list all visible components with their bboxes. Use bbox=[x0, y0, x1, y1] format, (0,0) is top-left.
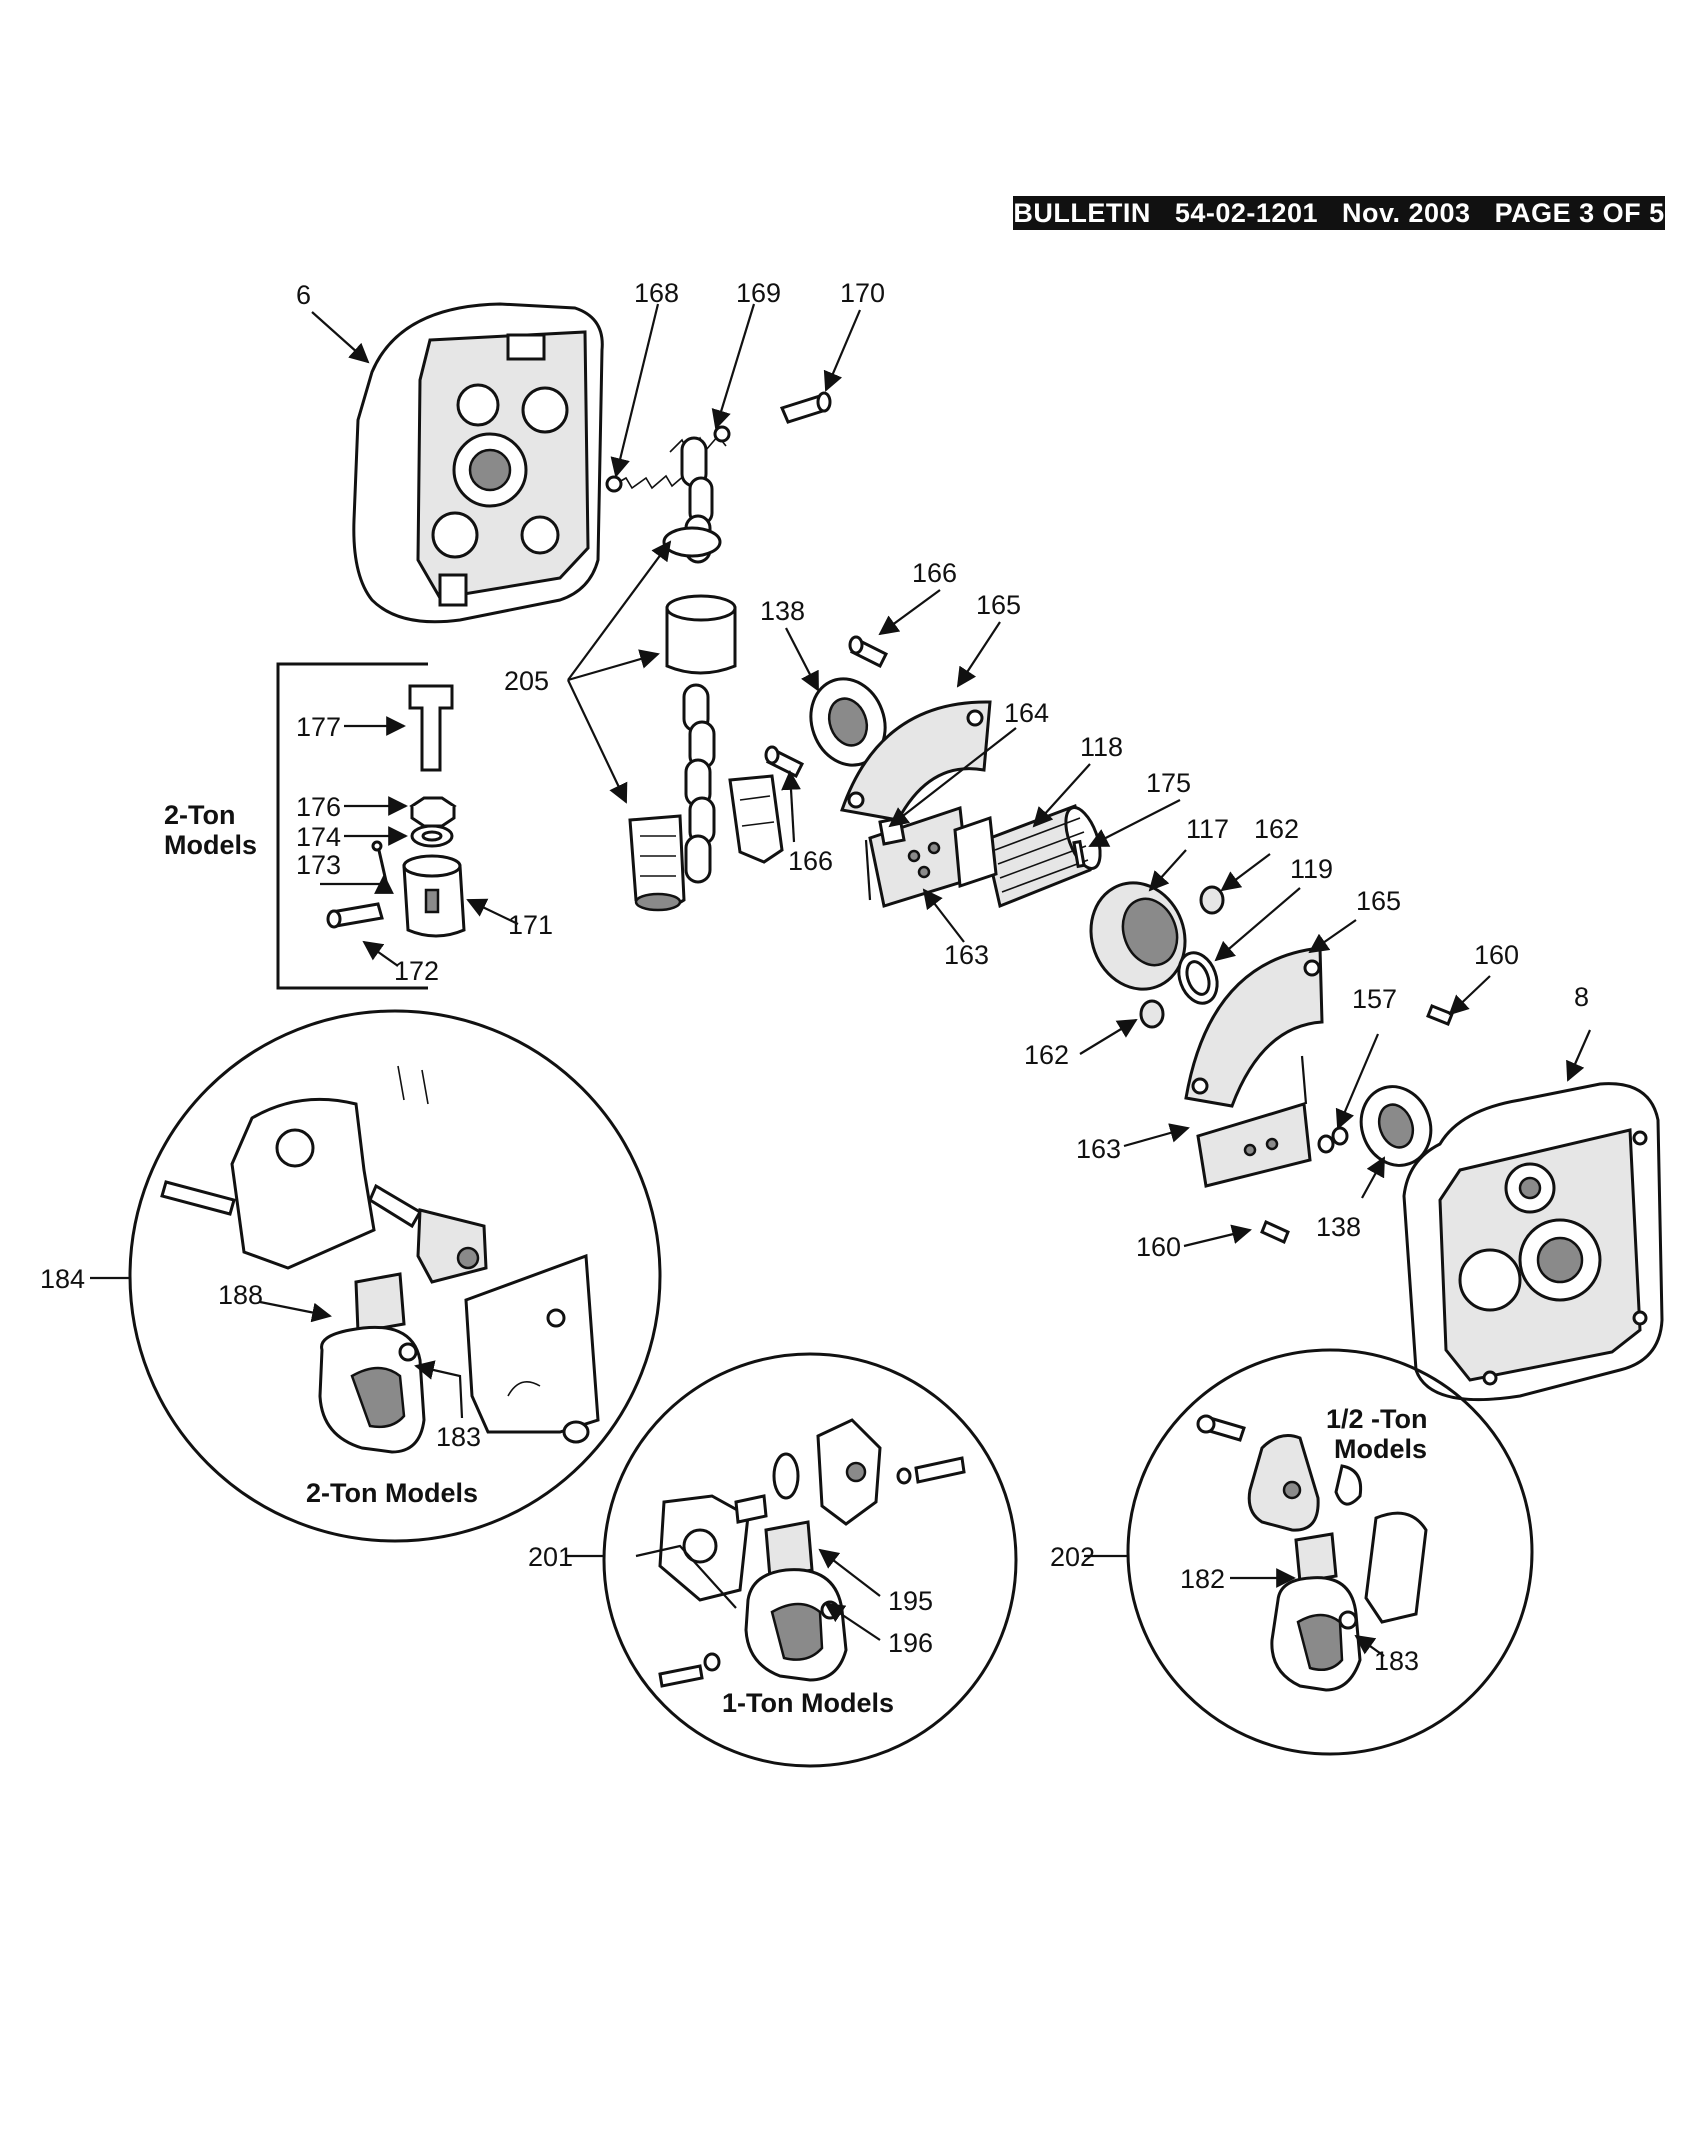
pinion-shaft-part-118 bbox=[953, 803, 1102, 909]
pin-part-172 bbox=[326, 902, 384, 929]
two-ton-bracket-box bbox=[276, 662, 428, 990]
chain-guide-left bbox=[628, 814, 686, 912]
callout-labels: 6 168 169 170 205 138 166 165 164 118 17… bbox=[40, 278, 1589, 1718]
callout-176: 176 bbox=[296, 792, 341, 822]
detail-circle-202 bbox=[1126, 1348, 1534, 1756]
callout-8: 8 bbox=[1574, 982, 1589, 1012]
nut-part-176 bbox=[409, 796, 457, 828]
callout-202: 202 bbox=[1050, 1542, 1095, 1572]
callout-163-upper: 163 bbox=[944, 940, 989, 970]
gear-part-117 bbox=[1089, 881, 1187, 991]
callout-117: 117 bbox=[1186, 814, 1229, 844]
callout-188: 188 bbox=[218, 1280, 263, 1310]
callout-162-upper: 162 bbox=[1254, 814, 1299, 844]
callout-183-half-ton: 183 bbox=[1374, 1646, 1419, 1676]
callout-175: 175 bbox=[1146, 768, 1191, 798]
detail-circle-184 bbox=[128, 1009, 662, 1543]
washer-part-119 bbox=[1177, 951, 1219, 1005]
callout-205: 205 bbox=[504, 666, 549, 696]
clevis-part-171 bbox=[402, 854, 466, 938]
pin-part-170 bbox=[779, 391, 832, 424]
chain-guide-right bbox=[728, 774, 784, 864]
bulletin-date: Nov. 2003 bbox=[1342, 198, 1471, 228]
half-ton-label-line1: 1/2 -Ton bbox=[1326, 1404, 1428, 1434]
bulletin-header-bar: BULLETIN 54-02-1201 Nov. 2003 PAGE 3 OF … bbox=[1013, 196, 1665, 230]
two-ton-box-label-line2: Models bbox=[164, 830, 257, 860]
housing-right-part-8 bbox=[1402, 1082, 1664, 1402]
two-ton-circle-label: 2-Ton Models bbox=[306, 1478, 478, 1508]
callout-172: 172 bbox=[394, 956, 439, 986]
load-chain bbox=[662, 436, 722, 884]
callout-118: 118 bbox=[1080, 732, 1123, 762]
washer-part-174 bbox=[410, 824, 454, 848]
cotter-pin-part-173 bbox=[371, 840, 390, 891]
bushing-part-162-lower bbox=[1139, 999, 1165, 1029]
callout-162-lower: 162 bbox=[1024, 1040, 1069, 1070]
detail-circle-201 bbox=[602, 1352, 1018, 1768]
page-indicator: PAGE 3 OF 5 bbox=[1494, 198, 1665, 228]
callout-177: 177 bbox=[296, 712, 341, 742]
callout-173: 173 bbox=[296, 850, 341, 880]
callout-201: 201 bbox=[528, 1542, 573, 1572]
leader-lines bbox=[90, 303, 1592, 1657]
bracket-part-163-lower bbox=[1196, 1055, 1312, 1188]
two-ton-box-label-line1: 2-Ton bbox=[164, 800, 235, 830]
bearing-part-138-lower bbox=[1359, 1085, 1433, 1167]
callout-165-lower: 165 bbox=[1356, 886, 1401, 916]
callout-138-lower: 138 bbox=[1316, 1212, 1361, 1242]
callout-171: 171 bbox=[508, 910, 553, 940]
callout-164: 164 bbox=[1004, 698, 1049, 728]
callout-168: 168 bbox=[634, 278, 679, 308]
chain-sleeve bbox=[665, 594, 737, 675]
callout-160-upper: 160 bbox=[1474, 940, 1519, 970]
callout-119: 119 bbox=[1290, 854, 1333, 884]
callout-160-lower: 160 bbox=[1136, 1232, 1181, 1262]
callout-166-lower: 166 bbox=[788, 846, 833, 876]
side-plate-part-165-upper bbox=[840, 700, 992, 822]
housing-left-part-6 bbox=[352, 302, 604, 624]
callout-182: 182 bbox=[1180, 1564, 1225, 1594]
half-ton-label-line2: Models bbox=[1334, 1434, 1427, 1464]
callout-169: 169 bbox=[736, 278, 781, 308]
bushing-part-162-upper bbox=[1199, 885, 1225, 915]
screw-part-166-lower bbox=[764, 745, 805, 779]
one-ton-circle-label: 1-Ton Models bbox=[722, 1688, 894, 1718]
pin-part-160-upper bbox=[1426, 1004, 1454, 1026]
bolt-part-177 bbox=[408, 684, 454, 772]
callout-170: 170 bbox=[840, 278, 885, 308]
callout-196: 196 bbox=[888, 1628, 933, 1658]
bulletin-number: 54-02-1201 bbox=[1174, 198, 1318, 228]
bulletin-label: BULLETIN bbox=[1013, 198, 1151, 228]
clip-part-164 bbox=[878, 816, 906, 846]
bearing-part-138-upper bbox=[809, 677, 887, 767]
callout-163-lower: 163 bbox=[1076, 1134, 1121, 1164]
callout-174: 174 bbox=[296, 822, 341, 852]
callout-195: 195 bbox=[888, 1586, 933, 1616]
callout-165-upper: 165 bbox=[976, 590, 1021, 620]
callout-157: 157 bbox=[1352, 984, 1397, 1014]
callout-166-upper: 166 bbox=[912, 558, 957, 588]
callout-183-two-ton: 183 bbox=[436, 1422, 481, 1452]
callout-138-upper: 138 bbox=[760, 596, 805, 626]
nut-part-157 bbox=[1317, 1126, 1349, 1154]
pin-part-160-lower bbox=[1260, 1219, 1290, 1245]
callout-6: 6 bbox=[296, 280, 311, 310]
screw-part-166-upper bbox=[848, 635, 889, 669]
key-part-175 bbox=[1072, 839, 1086, 869]
callout-184: 184 bbox=[40, 1264, 85, 1294]
